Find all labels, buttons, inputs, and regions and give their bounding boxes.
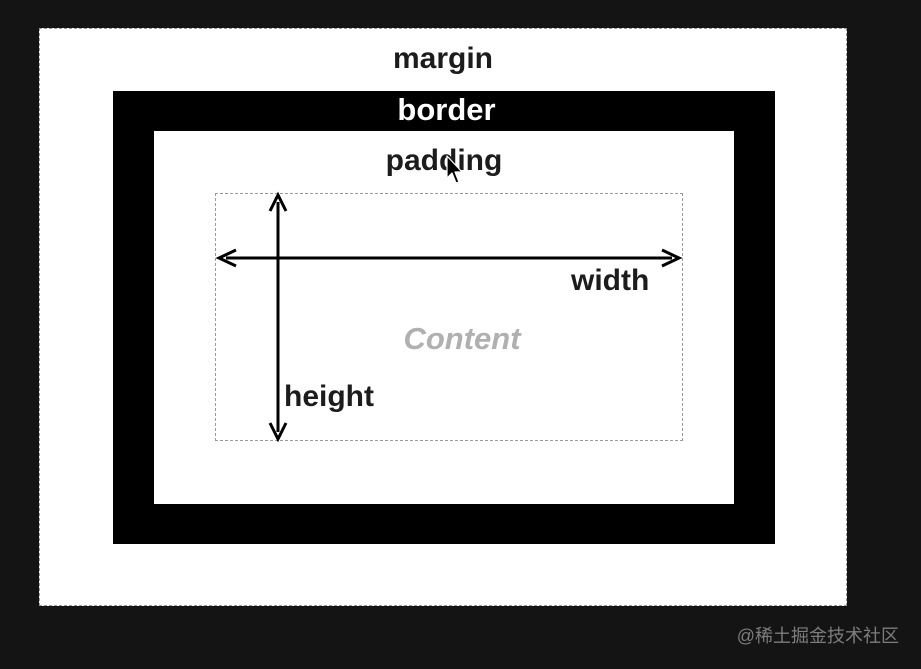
width-label: width bbox=[571, 264, 650, 297]
mouse-pointer-icon bbox=[446, 155, 463, 184]
height-label: height bbox=[284, 380, 374, 413]
width-arrow bbox=[215, 248, 683, 268]
watermark: @稀土掘金技术社区 bbox=[736, 626, 899, 646]
margin-label: margin bbox=[392, 42, 494, 75]
height-arrow bbox=[268, 191, 288, 443]
content-area bbox=[215, 193, 683, 441]
padding-label: padding bbox=[385, 144, 503, 177]
border-label: border bbox=[397, 92, 496, 127]
content-label: Content bbox=[403, 321, 521, 356]
